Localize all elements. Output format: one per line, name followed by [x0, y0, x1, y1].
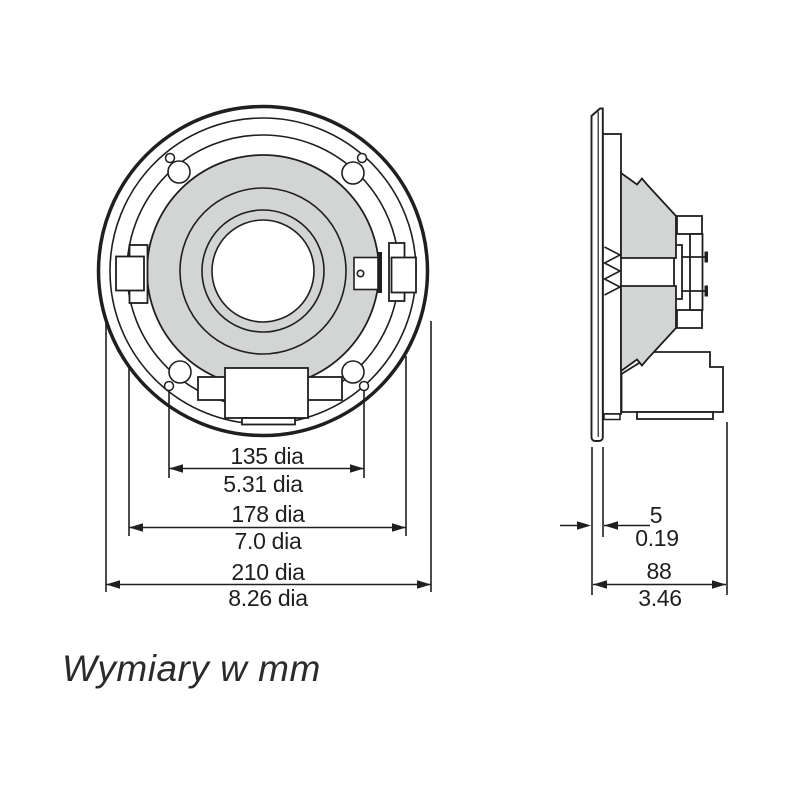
arrowhead-right-icon [350, 464, 364, 473]
cone-section-bottom [620, 285, 677, 373]
left-clamp-tab [115, 244, 149, 304]
clamp-screw-hole [356, 269, 365, 278]
arrowhead-left-icon [106, 580, 120, 589]
terminal-pin-cap [704, 251, 708, 263]
clamp-block [115, 255, 145, 292]
magnet-assembly [673, 215, 708, 329]
arrowhead-left-icon [604, 521, 618, 530]
dim-88-inch-label: 3.46 [638, 585, 682, 611]
dim-135-mm-label: 135 dia [230, 443, 304, 469]
terminal-box-foot [636, 411, 714, 420]
dim-178-inch-label: 7.0 dia [235, 528, 302, 554]
units-caption: Wymiary w mm [62, 648, 321, 689]
magnet-core [689, 233, 704, 311]
arrowhead-left-icon [169, 464, 183, 473]
terminal-box-side [620, 351, 724, 413]
dim-88: 88 3.46 [593, 558, 726, 611]
frame-foot [603, 413, 621, 421]
dim-135: 135 dia 5.31 dia [168, 391, 365, 497]
dim-5-mm-label: 5 [650, 502, 663, 528]
side-view [590, 107, 724, 442]
cone-ring-inner [201, 209, 325, 333]
frame-plate [601, 133, 622, 415]
dim-210-inch-label: 8.26 dia [228, 585, 308, 611]
large-mounting-holes [167, 160, 365, 384]
right-inner-clamp [353, 252, 382, 293]
magnet-top-plate [676, 215, 703, 235]
arrowhead-right-icon [577, 521, 591, 530]
dim-210-mm-label: 210 dia [231, 559, 305, 585]
large-hole [341, 161, 365, 185]
dim-178-mm-label: 178 dia [231, 501, 305, 527]
small-hole [164, 152, 176, 164]
cone-ring-outer [179, 187, 347, 355]
dim-178: 178 dia 7.0 dia [128, 356, 407, 554]
spring-clamp-zigzag [602, 246, 622, 296]
cone-section-top [620, 171, 677, 259]
dim-210: 210 dia 8.26 dia [105, 321, 432, 611]
small-hole [356, 152, 368, 164]
dust-cap-opening [211, 219, 315, 323]
bezel-plate [590, 107, 604, 442]
arrowhead-right-icon [417, 580, 431, 589]
pole-plate [673, 244, 683, 300]
terminal-tab [241, 417, 296, 426]
large-hole [167, 160, 191, 184]
right-clamp-tab [388, 242, 417, 302]
large-hole [168, 360, 192, 384]
small-hole [358, 380, 370, 392]
side-dimensions: 5 0.19 88 3.46 [560, 422, 728, 611]
arrowhead-right-icon [392, 523, 406, 532]
terminal-pin-cap [704, 285, 708, 297]
front-dimensions: 135 dia 5.31 dia 178 dia 7.0 dia 210 dia… [105, 321, 432, 611]
large-hole [341, 360, 365, 384]
dim-5: 5 0.19 [560, 502, 679, 551]
arrowhead-left-icon [129, 523, 143, 532]
small-hole [163, 380, 175, 392]
terminal-block-front [197, 367, 343, 426]
arrowhead-right-icon [712, 580, 726, 589]
magnet-bottom-plate [676, 309, 703, 329]
clamp-block [390, 256, 417, 294]
small-mounting-holes [163, 152, 370, 392]
dim-88-mm-label: 88 [647, 558, 672, 584]
arrowhead-left-icon [593, 580, 607, 589]
dim-135-inch-label: 5.31 dia [223, 471, 303, 497]
front-view [96, 104, 430, 438]
dim-5-inch-label: 0.19 [635, 525, 679, 551]
clamp-bar [378, 252, 382, 293]
terminal-cover [224, 367, 309, 419]
